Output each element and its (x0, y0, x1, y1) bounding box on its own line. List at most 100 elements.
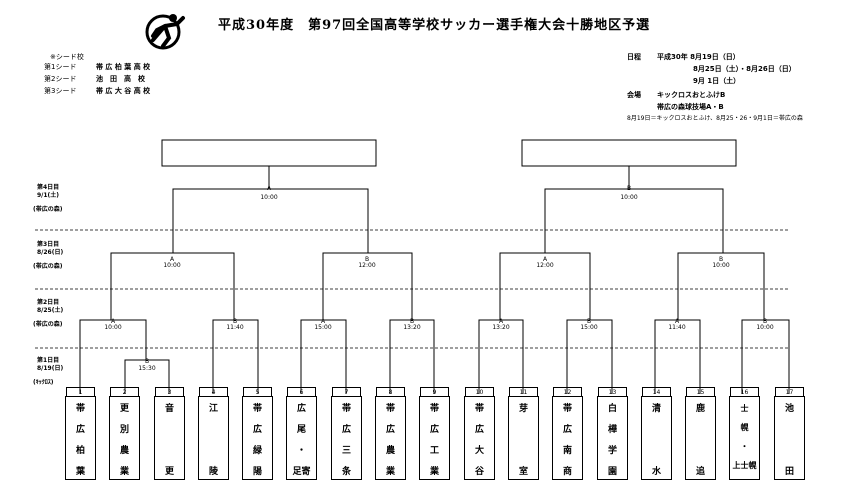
team-slot: 12 帯 広 南 商 (552, 387, 583, 480)
team-name: 芽 室 (518, 404, 528, 477)
team-slot: 4 江 陵 (198, 387, 229, 480)
day3-label: 第3日目 (37, 241, 60, 248)
seed-label-3: 第3シード (44, 87, 77, 95)
seed-school-2: 池 田 高 校 (96, 75, 145, 83)
team-slot: 10 帯 広 大 谷 (464, 387, 495, 480)
team-name: 池 田 (784, 404, 794, 477)
team-name: 帯 広 柏 葉 (75, 404, 85, 477)
team-slot: 17 池 田 (774, 387, 805, 480)
r2-4-court: B (409, 318, 415, 325)
r3-2-court: B (364, 256, 370, 263)
team-number: 13 (598, 387, 627, 397)
team-name: 帯 広 緑 陽 (252, 404, 262, 477)
seed-label-1: 第1シード (44, 63, 77, 71)
r2-3-time: 15:00 (314, 324, 332, 331)
day2-label: 第2日目 (37, 299, 60, 306)
r1-time: 15:30 (138, 365, 156, 372)
team-name: 白 樺 学 園 (607, 404, 617, 477)
team-name: 帯 広 工 業 (429, 404, 439, 477)
r2-2-court: B (232, 318, 238, 325)
team-slot: 13 白 樺 学 園 (597, 387, 628, 480)
r2-5-time: 13:20 (492, 324, 510, 331)
team-slot: 15 鹿 追 (685, 387, 716, 480)
team-slot: 2 更 別 農 業 (109, 387, 140, 480)
day4-date: 9/1(土) (37, 192, 60, 199)
seed-school-1: 帯 広 柏 葉 高 校 (96, 63, 151, 71)
r2-7-time: 11:40 (668, 324, 686, 331)
r3-3-time: 12:00 (536, 262, 554, 269)
team-name: 帯 広 三 条 (341, 404, 351, 477)
r2-2-time: 11:40 (226, 324, 244, 331)
team-number: 12 (553, 387, 582, 397)
team-slot: 7 帯 広 三 条 (331, 387, 362, 480)
team-number: 8 (376, 387, 405, 397)
day2-venue: (帯広の森) (33, 321, 63, 328)
schedule-date-2: 8月25日（土）・8月26日（日） (693, 65, 796, 73)
team-name: 士 幌 ・ 上士幌 (732, 404, 757, 470)
team-number: 9 (420, 387, 449, 397)
r2-6-time: 15:00 (580, 324, 598, 331)
r3-4-time: 10:00 (712, 262, 730, 269)
schedule-date-1: 平成30年 8月19日（日） (657, 53, 740, 61)
team-slot: 3 音 更 (154, 387, 185, 480)
team-slot: 9 帯 広 工 業 (419, 387, 450, 480)
schedule-venue-2: 帯広の森球技場A・B (657, 103, 724, 111)
team-name: 帯 広 農 業 (385, 404, 395, 477)
team-slot: 6 広 尾 ・ 足寄 (286, 387, 317, 480)
day1-venue: (ｷｯｸﾛｽ) (33, 379, 54, 386)
r2-1-court: A (110, 318, 116, 325)
team-name: 音 更 (164, 404, 174, 477)
r2-3-court: A (320, 318, 326, 325)
final-right-court: B (626, 185, 632, 192)
team-name: 帯 広 南 商 (562, 404, 572, 477)
page-title: 平成30年度 第97回全国高等学校サッカー選手権大会十勝地区予選 (218, 18, 651, 33)
r3-2-time: 12:00 (358, 262, 376, 269)
r3-1-court: A (169, 256, 175, 263)
team-number: 15 (686, 387, 715, 397)
team-name: 帯 広 大 谷 (474, 404, 484, 477)
r3-3-court: A (542, 256, 548, 263)
r2-6-court: B (586, 318, 592, 325)
team-number: 2 (110, 387, 139, 397)
seed-school-3: 帯 広 大 谷 高 校 (96, 87, 151, 95)
r2-8-court: B (762, 318, 768, 325)
team-number: 1 (66, 387, 95, 397)
team-name: 江 陵 (208, 404, 218, 477)
team-slot: 16 士 幌 ・ 上士幌 (729, 387, 760, 480)
r2-7-court: A (674, 318, 680, 325)
day2-date: 8/25(土) (37, 307, 64, 314)
final-left-time: 10:00 (260, 194, 278, 201)
team-number: 14 (642, 387, 671, 397)
team-number: 11 (509, 387, 538, 397)
schedule-date-label: 日程 (627, 53, 641, 61)
day1-date: 8/19(日) (37, 365, 64, 372)
team-slot: 5 帯 広 緑 陽 (242, 387, 273, 480)
team-number: 6 (287, 387, 316, 397)
r3-1-time: 10:00 (163, 262, 181, 269)
schedule-venue-1: キックロスおとふけB (657, 91, 726, 99)
r2-4-time: 13:20 (403, 324, 421, 331)
day3-date: 8/26(日) (37, 249, 64, 256)
winner-box-left (161, 139, 377, 167)
seed-label-2: 第2シード (44, 75, 77, 83)
team-name: 更 別 農 業 (119, 404, 129, 477)
r2-1-time: 10:00 (104, 324, 122, 331)
soccer-player-logo-icon (145, 14, 185, 50)
team-number: 10 (465, 387, 494, 397)
seed-heading: ※シード校 (50, 53, 84, 61)
team-number: 3 (155, 387, 184, 397)
schedule-date-3: 9月 1日（土） (693, 77, 741, 85)
team-number: 7 (332, 387, 361, 397)
team-number: 4 (199, 387, 228, 397)
r2-5-court: A (498, 318, 504, 325)
team-name: 広 尾 ・ 足寄 (292, 404, 311, 477)
r3-4-court: B (718, 256, 724, 263)
team-name: 鹿 追 (695, 404, 705, 477)
day4-label: 第4日目 (37, 184, 60, 191)
team-number: 17 (775, 387, 804, 397)
r2-8-time: 10:00 (756, 324, 774, 331)
final-right-time: 10:00 (620, 194, 638, 201)
final-left-court: A (266, 185, 272, 192)
r1-court: B (144, 358, 150, 365)
